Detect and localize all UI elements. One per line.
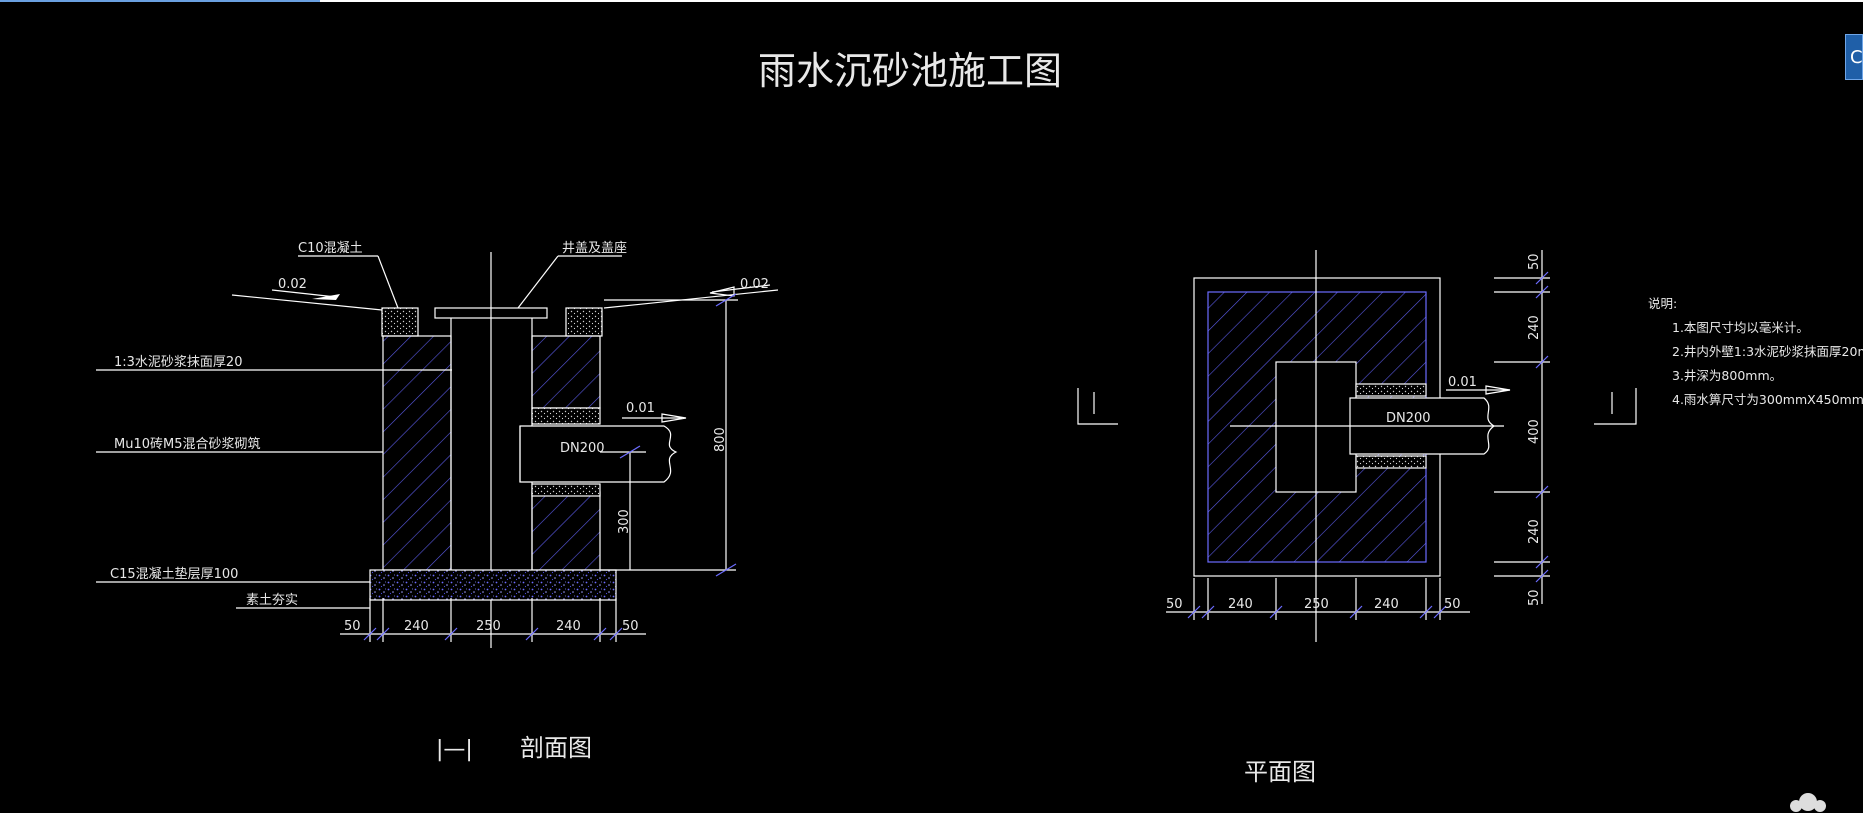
c10-cap-right [565, 307, 603, 337]
plan-dim-bottom-1: 50 [1166, 597, 1183, 612]
pipe-bedding-bottom [531, 483, 601, 497]
active-tab-strip [0, 0, 320, 2]
notes-heading: 说明: [1648, 296, 1677, 311]
section-caption: 剖面图 [520, 734, 592, 762]
c15-base [369, 569, 617, 601]
wall-left [382, 335, 452, 571]
plan-dim-right-2: 240 [1527, 315, 1542, 340]
dim-section-5: 50 [622, 619, 639, 634]
label-pipe-dn: DN200 [560, 441, 605, 456]
plan-dim-bottom-3: 250 [1304, 597, 1329, 612]
dim-height-total: 800 [713, 427, 728, 452]
slope-arrow-left [312, 294, 340, 300]
dim-section-4: 240 [556, 619, 581, 634]
label-pipe-slope: 0.01 [626, 401, 655, 416]
dim-section-2: 240 [404, 619, 429, 634]
slope-arrow-right [709, 286, 735, 297]
plan-dim-right-1: 50 [1527, 253, 1542, 270]
plan-dim-bottom-2: 240 [1228, 597, 1253, 612]
dim-height-pipe: 300 [617, 509, 632, 534]
note-item-1: 1.本图尺寸均以毫米计。 [1672, 320, 1809, 335]
note-item-4: 4.雨水箅尺寸为300mmX450mm。 [1672, 392, 1863, 407]
plan-dim-right-4: 240 [1527, 519, 1542, 544]
dim-section-1: 50 [344, 619, 361, 634]
plan-pipe-slope: 0.01 [1448, 375, 1477, 390]
label-cover-seat: 井盖及盖座 [562, 241, 627, 256]
c10-cap-left [381, 307, 419, 337]
drawing-title: 雨水沉砂池施工图 [758, 49, 1062, 93]
label-slope-left: 0.02 [278, 277, 307, 292]
plan-view [1077, 250, 1637, 642]
section-caption-mark: |—| [436, 737, 473, 762]
pipe-section [519, 425, 678, 483]
plan-caption: 平面图 [1244, 758, 1316, 786]
side-panel-button[interactable]: C [1845, 34, 1863, 80]
plan-dim-right-5: 50 [1527, 589, 1542, 606]
plan-dim-right-3: 400 [1527, 419, 1542, 444]
section-marker-right [1594, 388, 1637, 425]
label-masonry: Mu10砖M5混合砂浆砌筑 [114, 436, 261, 452]
section-view [96, 252, 779, 648]
wall-right-lower [531, 491, 601, 571]
plan-dim-bottom-4: 240 [1374, 597, 1399, 612]
wall-right [531, 335, 601, 409]
note-item-2: 2.井内外壁1:3水泥砂浆抹面厚20mm。 [1672, 344, 1863, 359]
label-plaster: 1:3水泥砂浆抹面厚20 [114, 355, 242, 370]
label-slope-right: 0.02 [740, 277, 769, 292]
dim-section-3: 250 [476, 619, 501, 634]
note-item-3: 3.井深为800mm。 [1672, 368, 1782, 383]
label-soil: 素土夯实 [246, 593, 298, 608]
window-top-border [0, 0, 1863, 2]
section-marker-left [1077, 388, 1118, 425]
pipe-bedding-top [531, 407, 601, 425]
plan-pipe-dn: DN200 [1386, 411, 1431, 426]
label-c10-concrete: C10混凝土 [298, 240, 363, 256]
label-c15-base: C15混凝土垫层厚100 [110, 566, 238, 582]
plan-dim-bottom-5: 50 [1444, 597, 1461, 612]
watermark-logo-icon [1790, 793, 1826, 812]
